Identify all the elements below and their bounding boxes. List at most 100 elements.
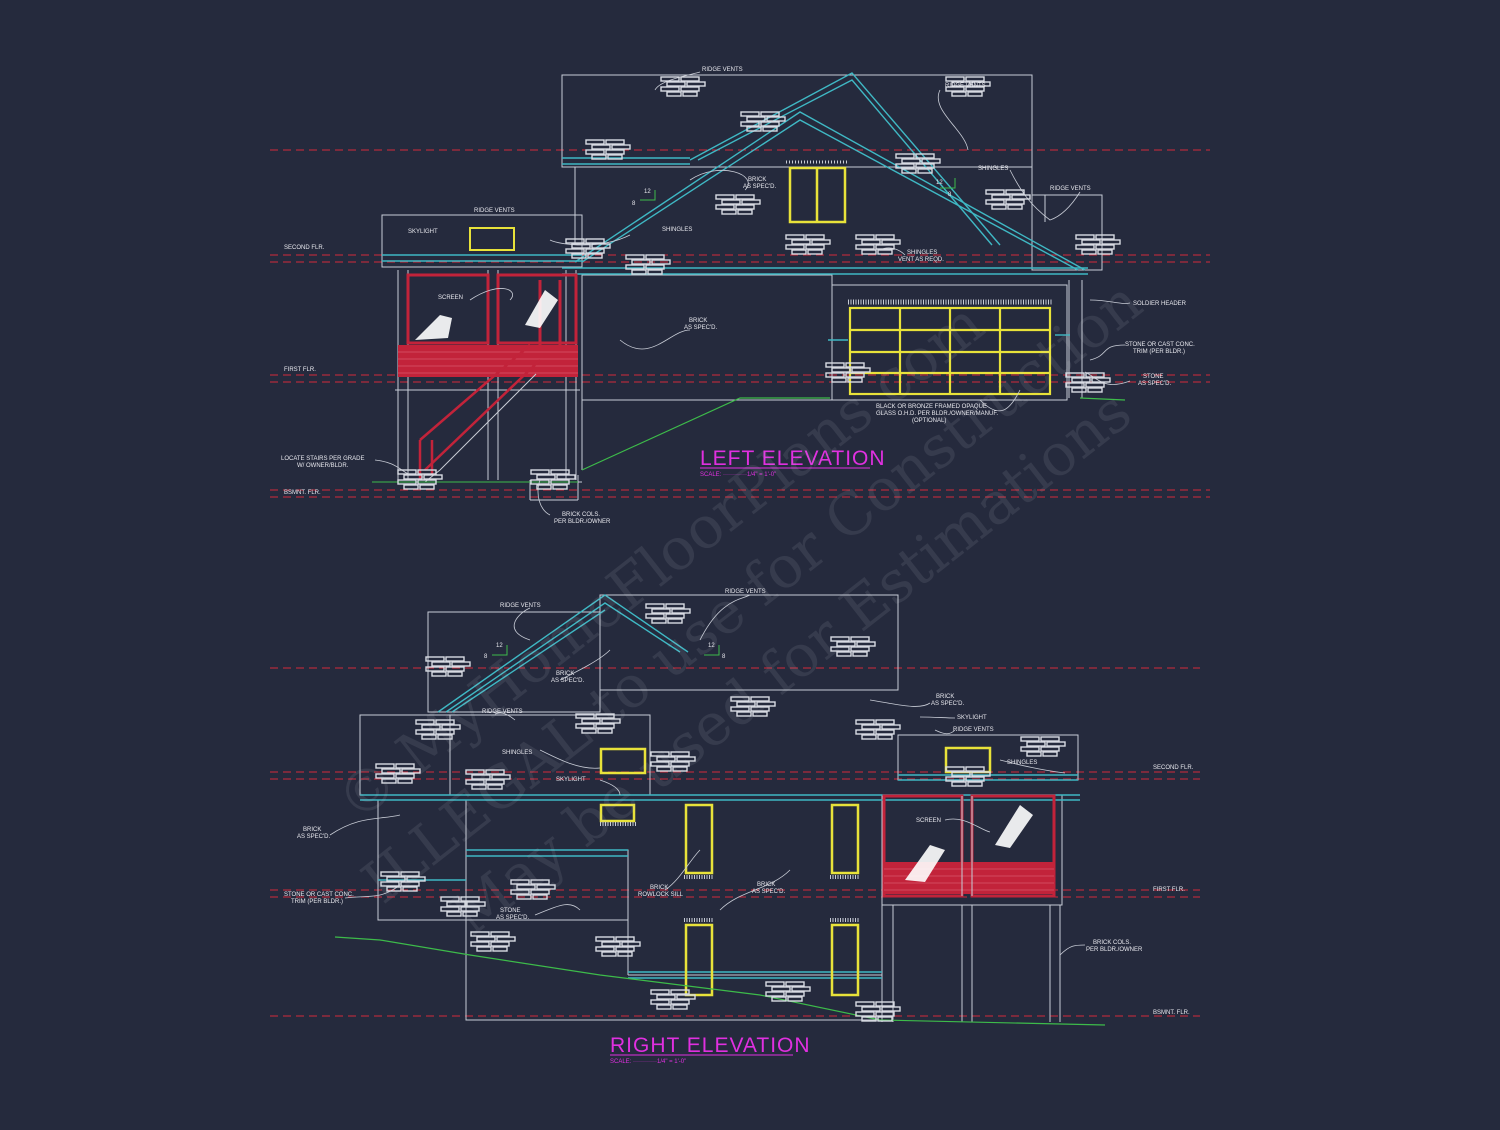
label-brick: AS SPEC'D. xyxy=(551,678,584,684)
brick-hatch xyxy=(752,711,768,717)
brick-hatch xyxy=(441,724,461,730)
level-first-floor: FIRST FLR. xyxy=(1153,887,1185,893)
brick-hatch xyxy=(985,189,1005,195)
brick-hatch xyxy=(1005,199,1025,205)
label-stairs: LOCATE STAIRS PER GRADE xyxy=(281,456,364,462)
label-brick: AS SPEC'D. xyxy=(931,701,964,707)
brick-hatch xyxy=(965,776,985,782)
brick-hatch xyxy=(446,911,462,917)
brick-hatch xyxy=(550,469,570,475)
brick-hatch xyxy=(807,249,823,255)
brick-hatch xyxy=(917,168,933,174)
label-brick: AS SPEC'D. xyxy=(684,325,717,331)
brick-hatch xyxy=(447,671,463,677)
brick-hatch xyxy=(435,719,455,725)
label-stone: AS SPEC'D. xyxy=(1138,381,1171,387)
brick-hatch xyxy=(765,981,785,987)
brick-hatch xyxy=(875,244,895,250)
brick-hatch xyxy=(991,204,1007,210)
brick-hatch xyxy=(571,243,591,249)
brick-hatch xyxy=(1091,377,1111,383)
brick-hatch xyxy=(670,989,690,995)
brick-hatch xyxy=(861,239,881,245)
label-brick: BRICK xyxy=(748,177,766,183)
label-vent: VENT AS REQD. xyxy=(898,257,944,263)
brick-hatch xyxy=(825,362,845,368)
label-screen: SCREEN xyxy=(438,295,463,301)
left-elevation-drawing xyxy=(372,71,1131,516)
brick-hatch xyxy=(672,1004,688,1010)
brick-hatch xyxy=(402,886,418,892)
brick-hatch xyxy=(850,636,870,642)
brick-hatch xyxy=(487,784,503,790)
brick-hatch xyxy=(1026,741,1046,747)
brick-hatch xyxy=(666,81,686,87)
brick-hatch xyxy=(1065,372,1085,378)
brick-hatch xyxy=(490,931,510,937)
label-pitch-rise: 12 xyxy=(644,189,651,195)
brick-hatch xyxy=(852,651,868,657)
label-brick-cols: BRICK COLS. xyxy=(562,512,600,518)
brick-hatch xyxy=(847,377,863,383)
brick-hatch xyxy=(831,377,847,383)
brick-hatch xyxy=(595,723,615,729)
brick-hatch xyxy=(875,729,895,735)
brick-hatch xyxy=(471,784,487,790)
label-ridge-vents: RIDGE VENTS xyxy=(702,67,743,73)
brick-hatch xyxy=(1097,249,1113,255)
brick-hatch xyxy=(740,121,760,127)
label-rowlock: BRICK xyxy=(650,885,668,891)
brick-hatch xyxy=(877,249,893,255)
brick-hatch xyxy=(1020,736,1040,742)
label-soldier-header: SOLDIER HEADER xyxy=(1133,301,1187,307)
brick-hatch xyxy=(571,253,587,259)
left-elevation-labels: RIDGE VENTS RIDGE VENTS RIDGE VENTS RIDG… xyxy=(281,67,1195,525)
brick-hatch xyxy=(1081,239,1101,245)
brick-hatch xyxy=(425,656,445,662)
brick-hatch xyxy=(431,671,447,677)
brick-hatch xyxy=(605,149,625,155)
brick-hatch xyxy=(881,1006,901,1012)
label-stairs: W/ OWNER/BLDR. xyxy=(297,463,349,469)
brick-hatch xyxy=(386,886,402,892)
label-brick-cols: PER BLDR./OWNER xyxy=(554,519,611,525)
brick-hatch xyxy=(607,154,623,160)
deck-railing xyxy=(398,345,578,377)
brick-hatch xyxy=(650,989,670,995)
label-shingles: SHINGLES xyxy=(502,750,532,756)
brick-hatch xyxy=(395,763,415,769)
brick-hatch xyxy=(1095,234,1115,240)
label-stone-trim: TRIM (PER BLDR.) xyxy=(291,899,343,905)
label-pitch-rise: 12 xyxy=(936,180,943,186)
brick-hatch xyxy=(532,894,548,900)
label-stone: STONE xyxy=(1143,374,1164,380)
brick-hatch xyxy=(575,723,595,729)
brick-hatch xyxy=(766,116,786,122)
brick-hatch xyxy=(650,999,670,1005)
brick-hatch xyxy=(645,264,665,270)
brick-hatch xyxy=(1071,377,1091,383)
brick-hatch xyxy=(1075,234,1095,240)
label-stone-trim: STONE OR CAST CONC. xyxy=(1125,342,1195,348)
brick-hatch xyxy=(445,656,465,662)
brick-hatch xyxy=(595,713,615,719)
brick-hatch xyxy=(406,876,426,882)
brick-hatch xyxy=(1011,194,1031,200)
brick-hatch xyxy=(381,768,401,774)
brick-hatch xyxy=(530,469,550,475)
brick-hatch xyxy=(855,234,875,240)
brick-hatch xyxy=(670,761,690,767)
brick-hatch xyxy=(760,121,780,127)
brick-hatch xyxy=(945,76,965,82)
pitch-symbols xyxy=(492,178,956,656)
brick-hatch xyxy=(470,941,490,947)
brick-hatch xyxy=(750,706,770,712)
label-pitch-rise: 12 xyxy=(496,643,503,649)
brick-hatch xyxy=(510,889,530,895)
brick-hatch xyxy=(1087,387,1103,393)
brick-hatch xyxy=(656,994,676,1000)
brick-hatch xyxy=(666,91,682,97)
brick-hatch xyxy=(656,766,672,772)
brick-hatch xyxy=(565,248,585,254)
